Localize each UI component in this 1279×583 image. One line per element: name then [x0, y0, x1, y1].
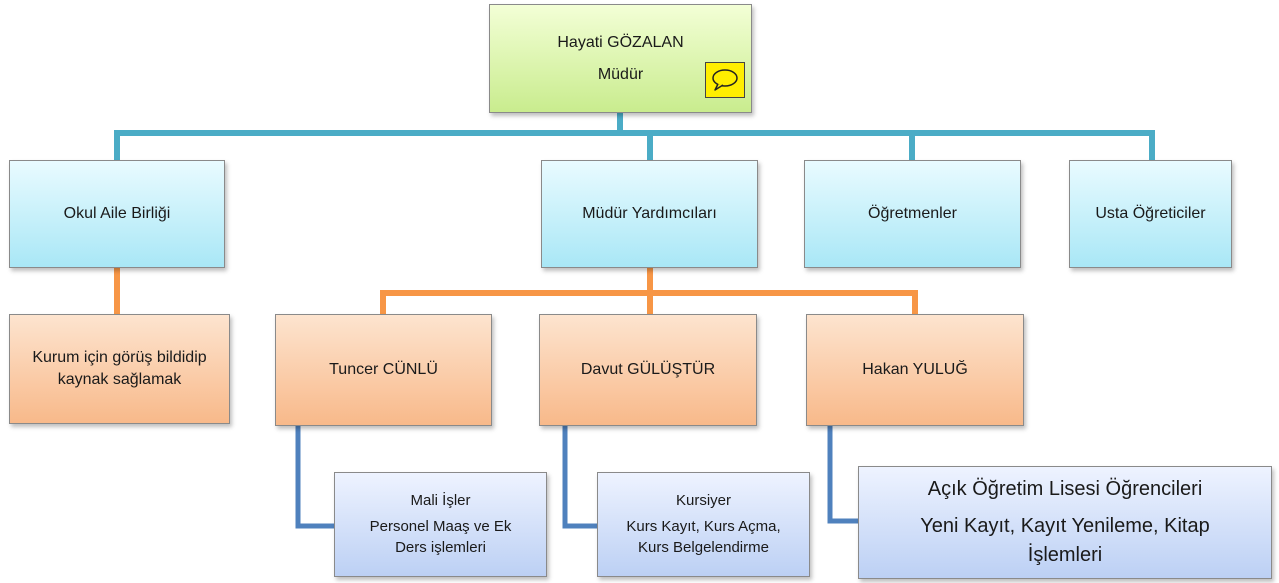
- mudur-yardimcilari-label: Müdür Yardımcıları: [582, 205, 717, 223]
- assistant-name: Hakan YULUĞ: [862, 361, 968, 379]
- okul-aile-birligi-box[interactable]: Okul Aile Birliği: [9, 160, 225, 268]
- okul-aile-task-box[interactable]: Kurum için görüş bildidip kaynak sağlama…: [9, 314, 230, 424]
- assistant-box-hakan[interactable]: Hakan YULUĞ: [806, 314, 1024, 426]
- assistant-box-davut[interactable]: Davut GÜLÜŞTÜR: [539, 314, 757, 426]
- duty-box-kursiyer[interactable]: Kursiyer Kurs Kayıt, Kurs Açma, Kurs Bel…: [597, 472, 810, 577]
- assistant-name: Davut GÜLÜŞTÜR: [580, 361, 716, 379]
- usta-ogreticiler-label: Usta Öğreticiler: [1095, 205, 1206, 223]
- duty-line2: Kurs Belgelendirme: [638, 538, 769, 556]
- duty-box-mali-isler[interactable]: Mali İşler Personel Maaş ve Ek Ders işle…: [334, 472, 547, 577]
- duty-line1: Personel Maaş ve Ek: [369, 518, 512, 536]
- duty-connectors: [295, 426, 860, 529]
- ogretmenler-label: Öğretmenler: [868, 205, 957, 223]
- mudur-yardimcilari-box[interactable]: Müdür Yardımcıları: [541, 160, 758, 268]
- duty-line2: İşlemleri: [1027, 544, 1103, 566]
- usta-ogreticiler-box[interactable]: Usta Öğreticiler: [1069, 160, 1232, 268]
- director-box[interactable]: Hayati GÖZALAN Müdür: [489, 4, 752, 113]
- assistant-connectors: [114, 268, 918, 314]
- director-name: Hayati GÖZALAN: [557, 33, 684, 51]
- duty-title: Kursiyer: [675, 492, 731, 510]
- okul-aile-birligi-label: Okul Aile Birliği: [63, 205, 171, 223]
- okul-aile-task-line2: kaynak sağlamak: [57, 371, 182, 388]
- assistant-box-tuncer[interactable]: Tuncer CÜNLÜ: [275, 314, 492, 426]
- duty-title: Mali İşler: [410, 492, 471, 510]
- ogretmenler-box[interactable]: Öğretmenler: [804, 160, 1021, 268]
- duty-title: Açık Öğretim Lisesi Öğrencileri: [927, 478, 1203, 500]
- okul-aile-task-line1: Kurum için görüş bildidip: [32, 349, 207, 367]
- duty-box-acik-ogretim[interactable]: Açık Öğretim Lisesi Öğrencileri Yeni Kay…: [858, 466, 1272, 579]
- duty-line1: Kurs Kayıt, Kurs Açma,: [626, 518, 781, 536]
- comment-icon[interactable]: [705, 62, 745, 98]
- assistant-name: Tuncer CÜNLÜ: [329, 361, 438, 379]
- duty-line1: Yeni Kayıt, Kayıt Yenileme, Kitap: [920, 515, 1210, 537]
- director-role: Müdür: [597, 65, 644, 83]
- duty-line2: Ders işlemleri: [395, 538, 486, 556]
- director-connectors: [114, 113, 1155, 160]
